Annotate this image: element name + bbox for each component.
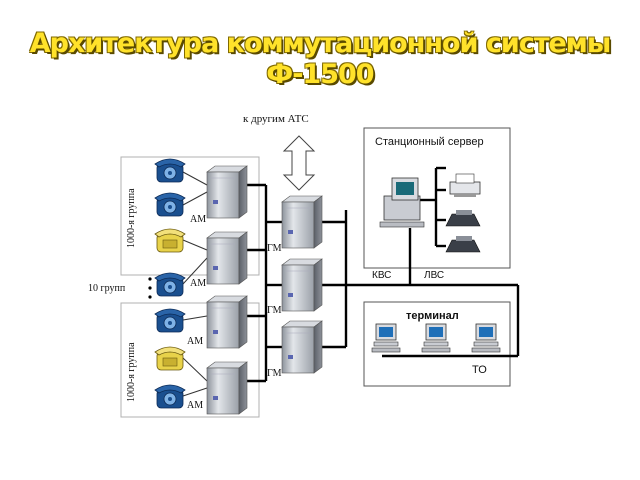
am-label: АМ xyxy=(187,336,204,347)
group-box-bottom xyxy=(120,302,260,418)
am-label: АМ xyxy=(190,214,207,225)
switch-cabinet-icon xyxy=(206,231,248,285)
groups-count-label: 10 групп xyxy=(88,283,126,294)
terminal-computer-icon xyxy=(421,323,451,353)
diagram-title: Архитектура коммутационной системы Ф-150… xyxy=(29,28,612,90)
printer-icon xyxy=(449,173,481,197)
telephone-icon xyxy=(154,228,186,253)
arrow-label: к другим АТС xyxy=(243,113,309,125)
fax-icon xyxy=(445,236,481,253)
switch-cabinet-icon xyxy=(281,320,323,374)
terminal-computer-icon xyxy=(471,323,501,353)
terminal-computer-icon xyxy=(371,323,401,353)
gm-label: ГМ xyxy=(267,368,282,379)
group-box-top xyxy=(120,156,260,276)
telephone-icon xyxy=(154,192,186,217)
switch-cabinet-icon xyxy=(281,258,323,312)
telephone-icon xyxy=(154,308,186,333)
gm-label: ГМ xyxy=(267,243,282,254)
telephone-icon xyxy=(154,384,186,409)
am-label: АМ xyxy=(190,278,207,289)
telephone-icon xyxy=(154,158,186,183)
server-box-title: Станционный сервер xyxy=(375,136,484,148)
terminal-box xyxy=(363,301,511,387)
switch-cabinet-icon xyxy=(206,361,248,415)
switch-cabinet-icon xyxy=(206,165,248,219)
to-label: ТО xyxy=(472,364,487,376)
telephone-icon xyxy=(154,272,186,297)
group-label-top: 1000-я группа xyxy=(126,188,137,248)
am-label: АМ xyxy=(187,400,204,411)
station-server-box xyxy=(363,127,511,269)
server-computer-icon xyxy=(379,177,425,228)
bus-lines xyxy=(247,166,520,383)
ellipsis-dots xyxy=(148,277,152,299)
lvs-label: ЛВС xyxy=(424,270,445,281)
kvs-label: КВС xyxy=(372,270,392,281)
terminal-label: терминал xyxy=(406,310,459,322)
group-label-bottom: 1000-я группа xyxy=(126,342,137,402)
switch-cabinet-icon xyxy=(281,195,323,249)
fax-icon xyxy=(445,210,481,227)
telephone-icon xyxy=(154,346,186,371)
switch-cabinet-icon xyxy=(206,295,248,349)
gm-label: ГМ xyxy=(267,305,282,316)
double-arrow-icon xyxy=(282,135,316,191)
